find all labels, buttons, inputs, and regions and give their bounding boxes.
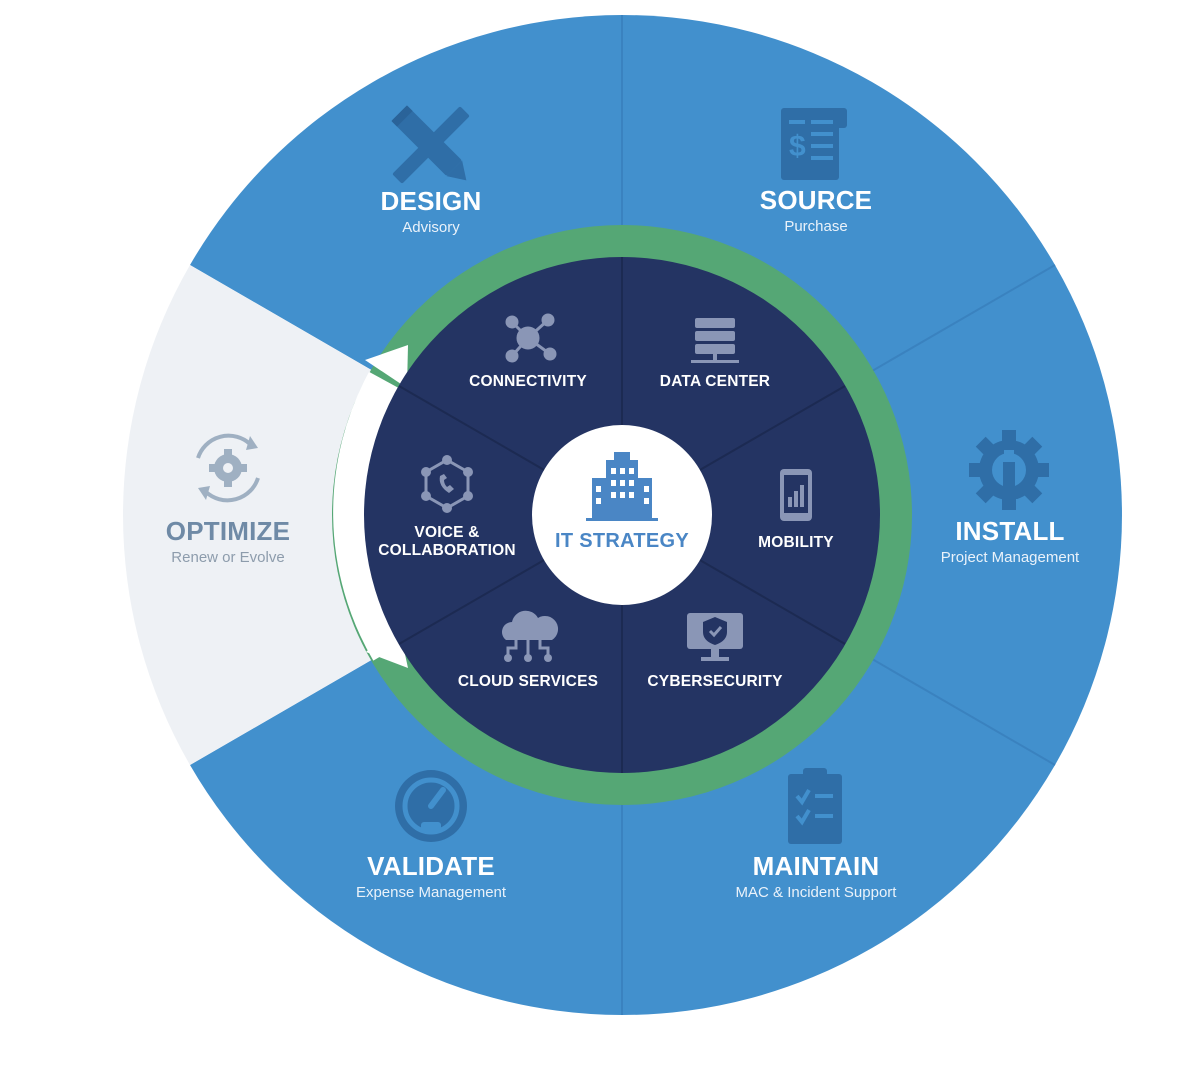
source-label: SOURCE Purchase (760, 185, 872, 235)
cloud-services-label: CLOUD SERVICES (457, 673, 599, 690)
voice-collaboration-label: VOICE & COLLABORATION (378, 524, 516, 560)
shield-monitor-icon (687, 613, 743, 661)
optimize-subtitle: Renew or Evolve (171, 549, 285, 566)
svg-text:$: $ (789, 130, 806, 163)
clipboard-checklist-icon (788, 768, 842, 844)
maintain-label: MAINTAIN MAC & Incident Support (736, 851, 897, 901)
mobile-phone-icon (780, 469, 812, 521)
maintain-subtitle: MAC & Incident Support (735, 884, 897, 901)
gear-wrench-icon (969, 430, 1049, 510)
cybersecurity-label: CYBERSECURITY (647, 673, 783, 690)
install-label: INSTALL Project Management (941, 516, 1079, 566)
optimize-title: OPTIMIZE (165, 516, 291, 546)
center-title: IT STRATEGY (554, 530, 690, 552)
phone-network-icon (421, 455, 473, 513)
maintain-title: MAINTAIN (752, 851, 880, 881)
validate-subtitle: Expense Management (355, 884, 507, 901)
validate-title: VALIDATE (367, 851, 495, 881)
install-title: INSTALL (955, 516, 1065, 546)
white-arrow-arc (333, 371, 403, 661)
voice-label-line2: COLLABORATION (378, 542, 516, 559)
design-title: DESIGN (380, 186, 482, 216)
server-rack-icon (691, 318, 739, 363)
gear-cycle-icon (196, 433, 260, 503)
validate-label: VALIDATE Expense Management (356, 851, 506, 901)
speedometer-icon (395, 770, 467, 842)
design-subtitle: Advisory (402, 219, 460, 236)
optimize-label: OPTIMIZE Renew or Evolve (166, 516, 290, 566)
cloud-network-icon (502, 610, 559, 662)
source-subtitle: Purchase (784, 218, 848, 235)
invoice-icon: $ (781, 108, 847, 180)
design-label: DESIGN Advisory (381, 186, 482, 236)
voice-label-line1: VOICE & (414, 524, 480, 541)
network-nodes-icon (505, 313, 557, 363)
source-title: SOURCE (759, 185, 873, 215)
office-building-icon (586, 452, 658, 521)
pencil-ruler-icon (391, 105, 470, 184)
data-center-label: DATA CENTER (659, 373, 771, 390)
connectivity-label: CONNECTIVITY (469, 373, 587, 390)
arrow-head-top (365, 345, 408, 388)
install-subtitle: Project Management (940, 549, 1080, 566)
mobility-label: MOBILITY (758, 534, 834, 551)
